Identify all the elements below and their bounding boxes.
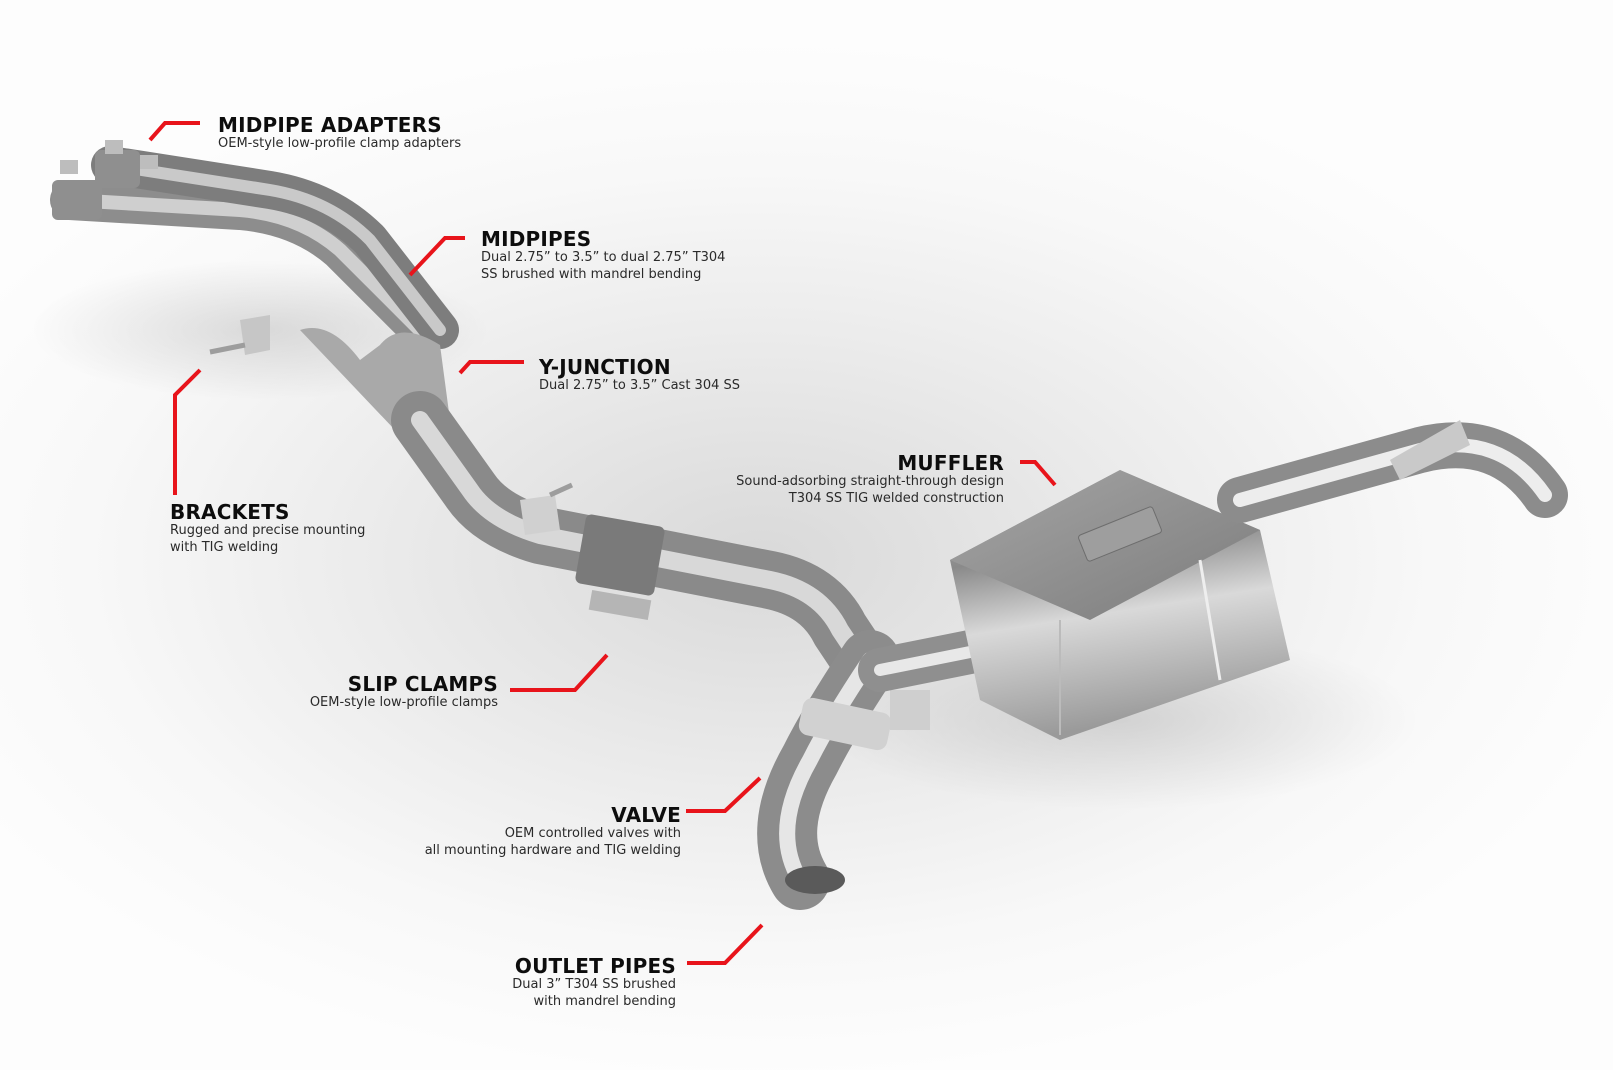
callout-desc: with TIG welding: [170, 539, 279, 555]
callout-title: MUFFLER: [897, 451, 1004, 475]
callout-midpipe-adapters: MIDPIPE ADAPTERS OEM-style low-profile c…: [218, 114, 461, 153]
leader-y-junction: [458, 360, 524, 375]
callout-title: VALVE: [611, 803, 681, 827]
leader-muffler: [1020, 460, 1057, 487]
callout-title: SLIP CLAMPS: [347, 672, 498, 696]
callout-midpipes: MIDPIPES Dual 2.75” to 3.5” to dual 2.75…: [481, 228, 725, 283]
leader-valve: [686, 776, 762, 813]
callout-desc: OEM controlled valves with: [504, 826, 681, 841]
valve-body: [798, 697, 892, 751]
muffler-shape: [950, 470, 1290, 740]
callout-title: MIDPIPES: [481, 227, 592, 251]
callout-desc: OEM-style low-profile clamp adapters: [218, 136, 462, 151]
leader-brackets: [173, 368, 202, 495]
callout-desc: OEM-style low-profile clamps: [309, 695, 498, 710]
midpipe-adapter-clamps: [52, 140, 158, 220]
callout-title: MIDPIPE ADAPTERS: [218, 113, 442, 137]
callout-title: Y-JUNCTION: [539, 355, 671, 379]
leader-midpipes: [408, 236, 465, 277]
callout-desc: T304 SS TIG welded construction: [788, 490, 1004, 506]
callout-brackets: BRACKETS Rugged and precise mounting wit…: [170, 501, 365, 556]
leader-midpipe-adapters: [148, 121, 200, 142]
leader-lines: [148, 121, 1057, 965]
callout-desc: Dual 2.75” to 3.5” Cast 304 SS: [539, 378, 740, 393]
callout-desc: with mandrel bending: [533, 993, 676, 1009]
callout-desc: Sound-adsorbing straight-through design: [736, 474, 1004, 489]
leader-slip-clamps: [510, 653, 609, 692]
slip-clamp-band: [575, 514, 665, 596]
midpipes-shape: [50, 146, 459, 350]
bracket-shape: [240, 315, 270, 355]
callout-valve: VALVE OEM controlled valves with all mou…: [425, 804, 681, 859]
leader-outlet-pipes: [687, 923, 764, 965]
callout-muffler: MUFFLER Sound-adsorbing straight-through…: [736, 452, 1004, 507]
callout-outlet-pipes: OUTLET PIPES Dual 3” T304 SS brushed wit…: [512, 955, 676, 1010]
callout-desc: SS brushed with mandrel bending: [481, 266, 702, 282]
callout-desc: Dual 2.75” to 3.5” to dual 2.75” T304: [481, 250, 726, 265]
callout-title: BRACKETS: [170, 500, 290, 524]
callout-desc: Dual 3” T304 SS brushed: [512, 977, 676, 992]
callout-y-junction: Y-JUNCTION Dual 2.75” to 3.5” Cast 304 S…: [539, 356, 740, 395]
callout-slip-clamps: SLIP CLAMPS OEM-style low-profile clamps: [310, 673, 498, 712]
callout-desc: all mounting hardware and TIG welding: [424, 842, 681, 858]
callout-desc: Rugged and precise mounting: [170, 523, 366, 538]
callout-title: OUTLET PIPES: [514, 954, 676, 978]
